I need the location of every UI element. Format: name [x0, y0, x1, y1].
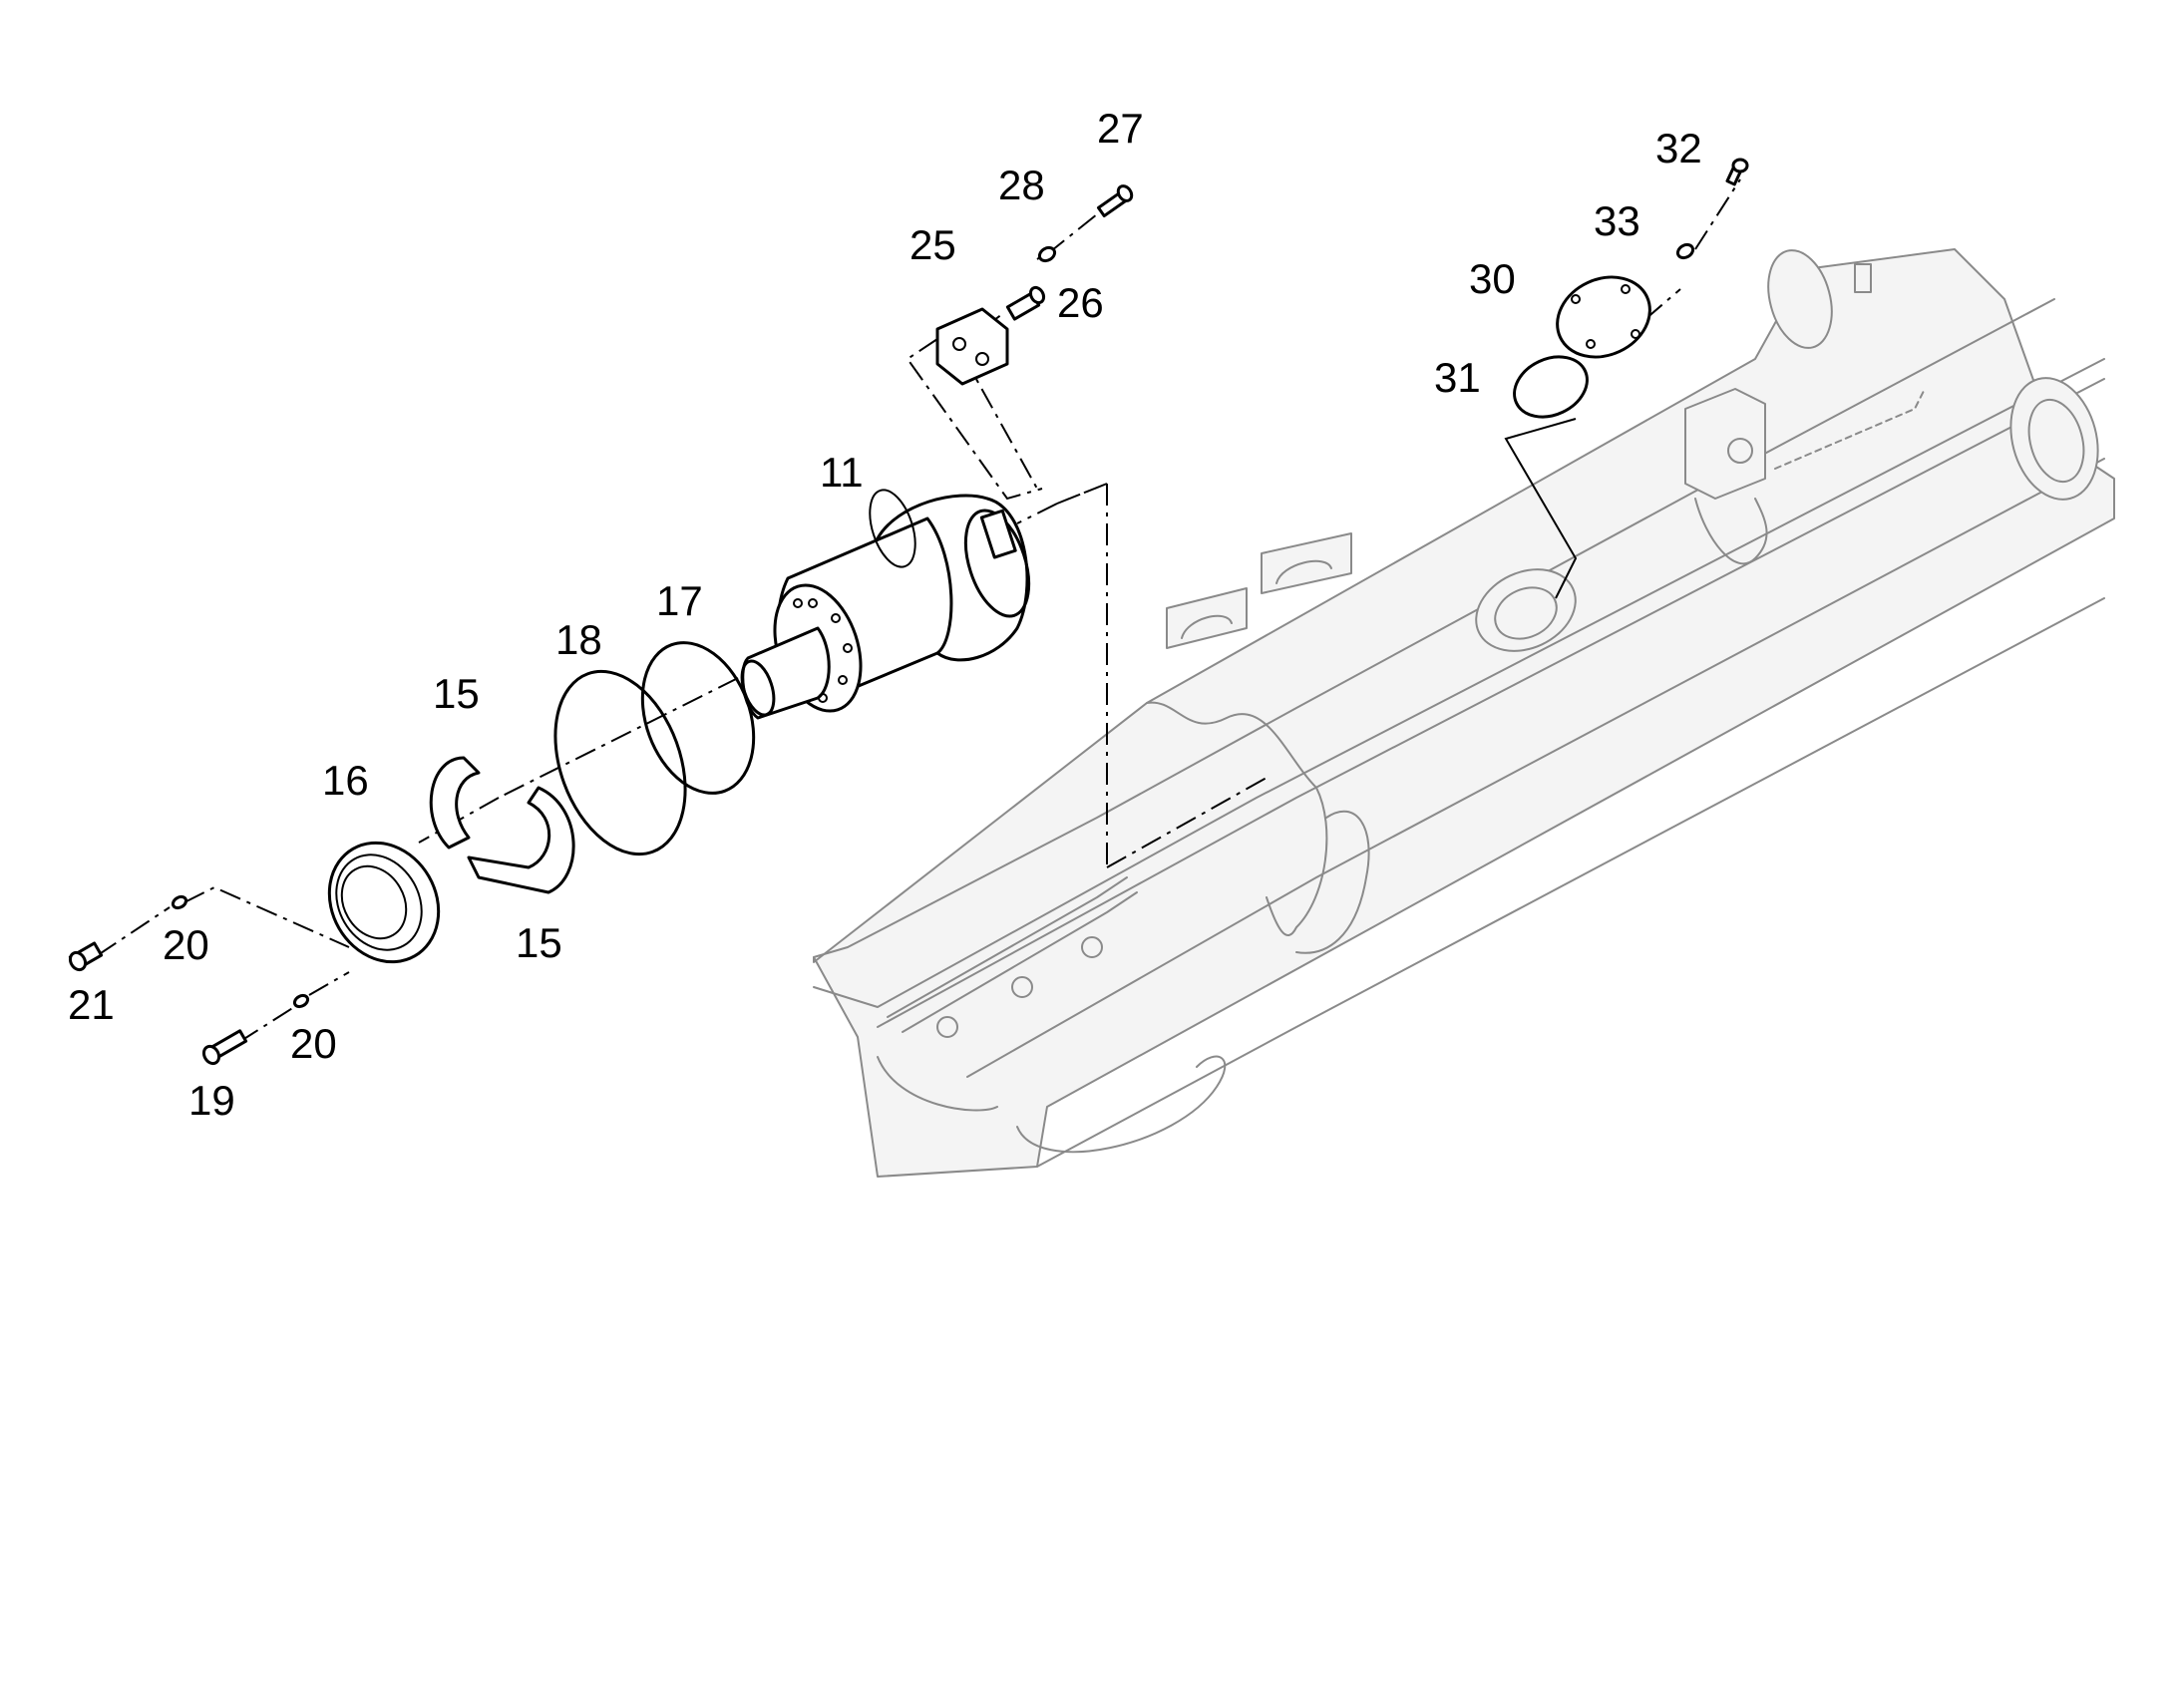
leader-25-down-2	[961, 353, 1038, 490]
housing-end-flange-bore	[2027, 398, 2085, 484]
housing-block-hole	[1727, 438, 1753, 464]
leader-28	[1046, 213, 1098, 255]
housing-cutaway	[1146, 701, 1328, 936]
leader-25-down	[906, 338, 1043, 501]
part-31-o-ring	[1513, 355, 1589, 419]
housing-block-foot	[1694, 498, 1768, 565]
part-11-fitting-pad	[979, 509, 1017, 559]
leader-lines	[97, 178, 1741, 1043]
leader-33-30	[1644, 288, 1681, 320]
part-25-fitting-block	[935, 307, 1009, 386]
housing-inspection-port	[1475, 568, 1577, 652]
housing-top-nipple	[1854, 263, 1872, 293]
leader-32-33	[1694, 178, 1741, 250]
callout-labels: 27 28 25 26 11 17 18 15 16 15 20 21 20 1…	[68, 105, 1702, 1124]
part-19-bolt	[201, 1029, 248, 1066]
part-32-screw	[1725, 158, 1749, 186]
part-18-o-ring	[553, 669, 687, 856]
housing-rail-inner	[966, 458, 2105, 1078]
housing-belly-1	[877, 1056, 998, 1112]
housing-rail-mid	[813, 358, 2105, 1008]
callout-30: 30	[1469, 255, 1516, 302]
leader-11-right	[1016, 503, 1058, 524]
callout-11: 11	[820, 449, 864, 496]
callout-20-lower: 20	[290, 1020, 337, 1067]
housing-groove	[887, 876, 1128, 1018]
part-11-bolt-holes	[793, 598, 853, 703]
callout-26: 26	[1057, 279, 1104, 326]
part-16-outer	[327, 841, 441, 964]
leader-20b-16	[308, 971, 350, 996]
callout-19: 19	[188, 1077, 235, 1124]
leader-20a-16	[183, 885, 350, 948]
part-11-shaft-assembly	[740, 489, 1031, 720]
leader-into-housing	[1106, 777, 1268, 868]
housing-block	[1684, 388, 1766, 500]
part-11-rear-face	[963, 509, 1031, 618]
housing-clamp-2-arc	[1275, 559, 1332, 584]
part-28-washer	[1037, 245, 1057, 263]
callout-28: 28	[998, 162, 1045, 208]
callout-21: 21	[68, 981, 115, 1028]
housing-clamp-2	[1261, 532, 1352, 594]
housing-rail-bottom	[1036, 597, 2105, 1168]
part-16-seal-housing	[327, 841, 441, 964]
callout-31: 31	[1434, 354, 1481, 401]
callout-25: 25	[909, 221, 956, 268]
callout-15-upper: 15	[433, 670, 480, 717]
housing-belly-2	[1016, 1055, 1227, 1154]
leader-21-20a	[97, 906, 171, 956]
callout-33: 33	[1594, 197, 1640, 244]
housing-groove-2	[902, 891, 1138, 1033]
rail-hole-3	[1081, 936, 1103, 958]
callout-20-upper: 20	[163, 921, 209, 968]
rail-hole-2	[1011, 976, 1033, 998]
callout-18: 18	[555, 616, 602, 663]
callout-16: 16	[322, 757, 369, 804]
leader-19-20b	[238, 1006, 295, 1043]
housing-rail-top	[813, 298, 2055, 958]
housing-top-bearing	[1767, 249, 1833, 349]
part-21-bolt	[68, 941, 104, 972]
housing-beam-outline	[813, 248, 2115, 1178]
part-17-o-ring	[640, 641, 756, 795]
part-16-inner	[335, 854, 423, 951]
rail-hole-1	[936, 1016, 958, 1038]
housing-cutaway-inner	[1295, 810, 1370, 954]
part-27-screw	[1096, 184, 1134, 218]
housing-rail-low	[877, 378, 2105, 1028]
part-20-washer-upper	[171, 894, 188, 910]
part-33-washer	[1675, 242, 1695, 260]
leader-31-port	[1504, 418, 1578, 599]
callout-27: 27	[1097, 105, 1144, 152]
part-11-ring	[869, 489, 916, 568]
housing-clamp-1-arc	[1181, 614, 1233, 639]
part-16-bore	[340, 864, 408, 940]
callout-32: 32	[1655, 125, 1702, 171]
housing-chain	[1774, 388, 1926, 470]
callout-17: 17	[656, 577, 703, 624]
part-15-split-ring-lower	[467, 786, 575, 894]
part-26-grease-nipple	[1005, 285, 1046, 321]
housing-inspection-port-inner	[1494, 586, 1558, 640]
housing-end-flange	[2009, 377, 2099, 501]
leader-main-axis	[1056, 483, 1108, 505]
part-30-cover-plate	[1556, 275, 1651, 359]
part-15-split-ring-upper	[429, 756, 481, 850]
leader-axis-17-18	[498, 677, 739, 799]
main-housing	[813, 248, 2115, 1178]
callout-15-lower: 15	[516, 919, 562, 966]
part-20-washer-lower	[292, 993, 310, 1009]
